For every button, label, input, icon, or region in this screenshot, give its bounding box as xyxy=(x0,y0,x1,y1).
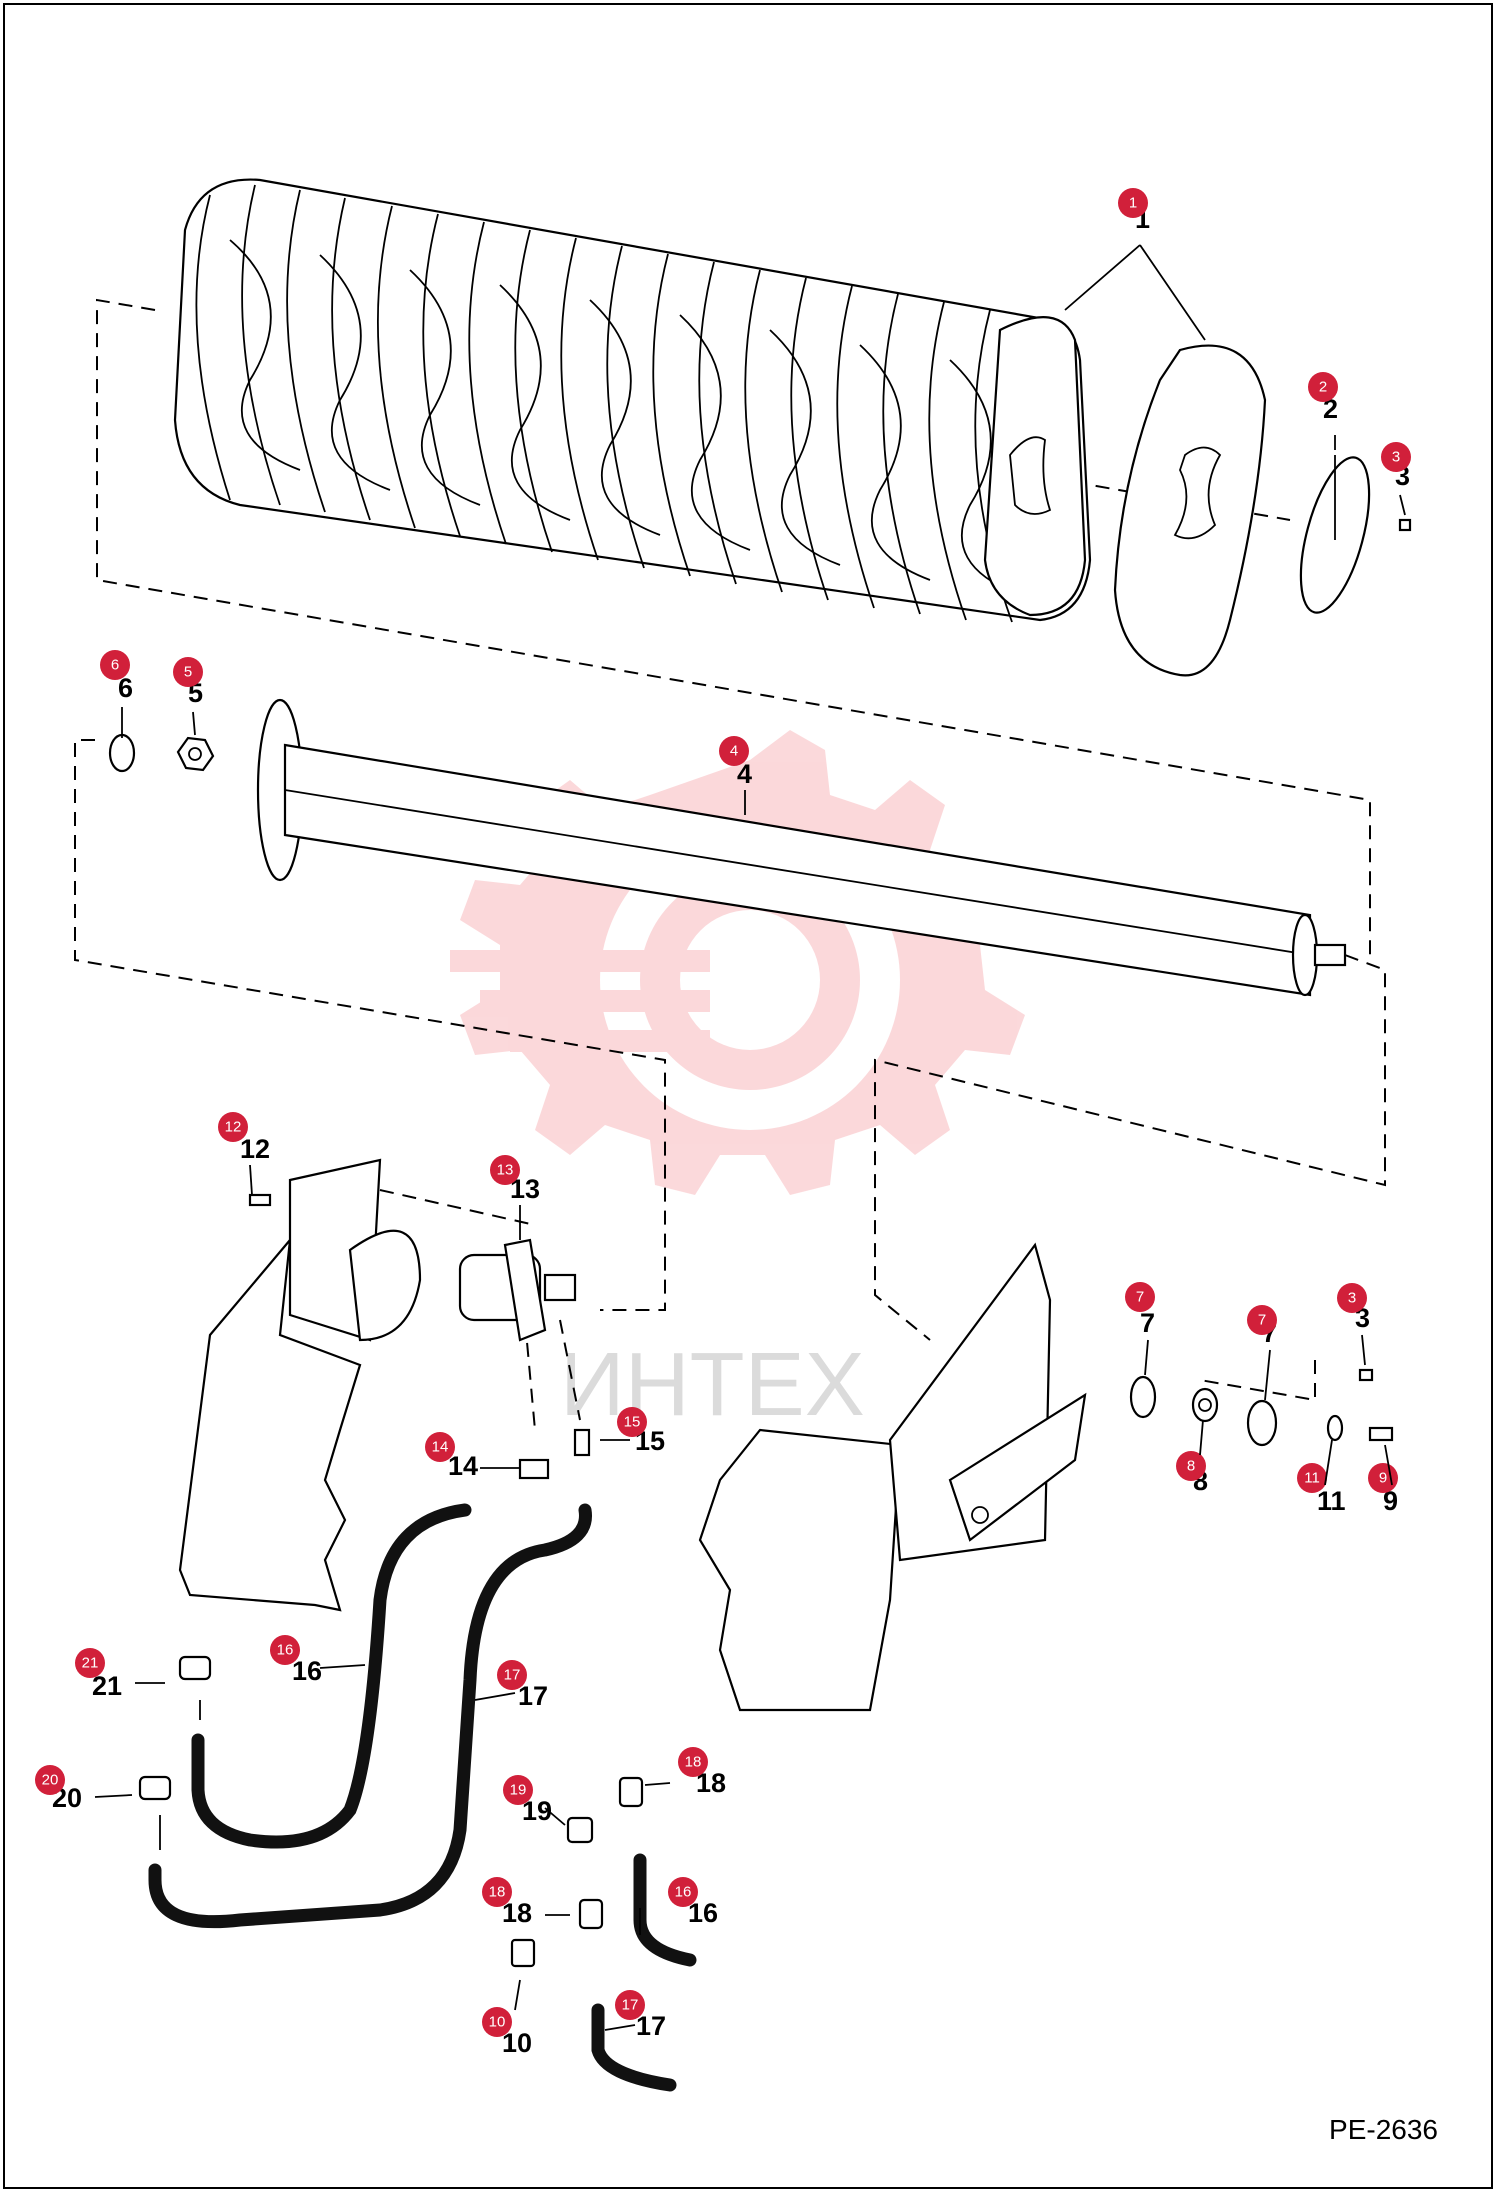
callout-marker: 1 xyxy=(1118,188,1148,218)
hydraulic-motor xyxy=(458,1238,577,1342)
svg-text:7: 7 xyxy=(1136,1289,1144,1306)
svg-text:17: 17 xyxy=(636,2011,666,2041)
callout-marker: 17 xyxy=(497,1660,527,1690)
svg-text:7: 7 xyxy=(1140,1308,1155,1338)
callout-marker: 13 xyxy=(490,1155,520,1185)
svg-text:14: 14 xyxy=(432,1439,449,1456)
svg-text:17: 17 xyxy=(504,1667,521,1684)
callout-marker: 3 xyxy=(1337,1283,1367,1313)
left-side-panel xyxy=(178,1158,422,1612)
callout-marker: 17 xyxy=(615,1990,645,2020)
svg-text:3: 3 xyxy=(1392,449,1400,466)
svg-text:16: 16 xyxy=(292,1656,322,1686)
svg-text:12: 12 xyxy=(225,1119,242,1136)
drawing-code: PE-2636 xyxy=(1329,2114,1438,2145)
svg-text:16: 16 xyxy=(277,1642,294,1659)
drive-shaft xyxy=(256,698,1347,997)
svg-text:18: 18 xyxy=(489,1884,506,1901)
callout-marker: 3 xyxy=(1381,442,1411,472)
svg-text:20: 20 xyxy=(42,1772,59,1789)
callout-marker: 18 xyxy=(678,1747,708,1777)
svg-text:5: 5 xyxy=(184,664,192,681)
svg-text:3: 3 xyxy=(1348,1290,1356,1307)
callout-marker: 19 xyxy=(503,1775,533,1805)
callout-marker: 2 xyxy=(1308,372,1338,402)
svg-text:11: 11 xyxy=(1317,1486,1346,1516)
callout-marker: 16 xyxy=(668,1877,698,1907)
callout-markers: 1 2 3 4 5 6 12 13 3 7 7 8 11 9 14 15 16 … xyxy=(35,188,1411,2037)
svg-text:4: 4 xyxy=(730,743,738,760)
auger-drum xyxy=(173,178,1092,623)
callout-marker: 18 xyxy=(482,1877,512,1907)
svg-text:7: 7 xyxy=(1258,1312,1266,1329)
svg-text:11: 11 xyxy=(1304,1470,1320,1487)
callout-marker: 6 xyxy=(100,650,130,680)
svg-text:18: 18 xyxy=(685,1754,702,1771)
svg-text:1: 1 xyxy=(1129,195,1137,212)
callout-marker: 16 xyxy=(270,1635,300,1665)
svg-text:6: 6 xyxy=(118,673,133,703)
callout-marker: 10 xyxy=(482,2007,512,2037)
svg-text:17: 17 xyxy=(622,1997,639,2014)
svg-text:17: 17 xyxy=(518,1681,548,1711)
svg-text:6: 6 xyxy=(111,657,119,674)
callout-marker: 5 xyxy=(173,657,203,687)
svg-text:21: 21 xyxy=(82,1655,99,1672)
svg-text:13: 13 xyxy=(497,1162,514,1179)
nut-and-oring xyxy=(108,733,215,773)
drawing-frame xyxy=(3,3,1493,2189)
watermark-text: ИНТЕХ xyxy=(560,1335,865,1435)
callout-marker: 14 xyxy=(425,1432,455,1462)
svg-text:12: 12 xyxy=(240,1134,270,1164)
callout-marker: 7 xyxy=(1247,1305,1277,1335)
leader-lines xyxy=(94,244,1406,2031)
svg-text:16: 16 xyxy=(675,1884,692,1901)
drum-end-plate xyxy=(1113,344,1267,677)
svg-text:9: 9 xyxy=(1383,1486,1398,1516)
svg-text:8: 8 xyxy=(1187,1458,1195,1475)
callout-marker: 7 xyxy=(1125,1282,1155,1312)
disc-plate xyxy=(1299,455,1412,614)
part-number-labels: 1 2 3 4 5 6 12 13 3 7 7 8 11 9 14 15 16 … xyxy=(52,204,1410,2058)
svg-text:19: 19 xyxy=(510,1782,527,1799)
svg-text:14: 14 xyxy=(448,1451,478,1481)
svg-text:2: 2 xyxy=(1319,379,1327,396)
callout-marker: 20 xyxy=(35,1765,65,1795)
callout-marker: 21 xyxy=(75,1648,105,1678)
callout-marker: 15 xyxy=(617,1407,647,1437)
callout-marker: 4 xyxy=(719,736,749,766)
svg-text:9: 9 xyxy=(1379,1470,1387,1487)
svg-text:4: 4 xyxy=(737,759,752,789)
svg-text:15: 15 xyxy=(624,1414,641,1431)
callout-marker: 11 xyxy=(1297,1463,1327,1493)
callout-marker: 8 xyxy=(1176,1451,1206,1481)
callout-marker: 9 xyxy=(1368,1463,1398,1493)
hose-fittings xyxy=(138,1428,644,1968)
right-side-panel xyxy=(698,1242,1087,1712)
bearing-parts xyxy=(1129,1368,1394,1447)
svg-text:10: 10 xyxy=(489,2014,506,2031)
callout-marker: 12 xyxy=(218,1112,248,1142)
